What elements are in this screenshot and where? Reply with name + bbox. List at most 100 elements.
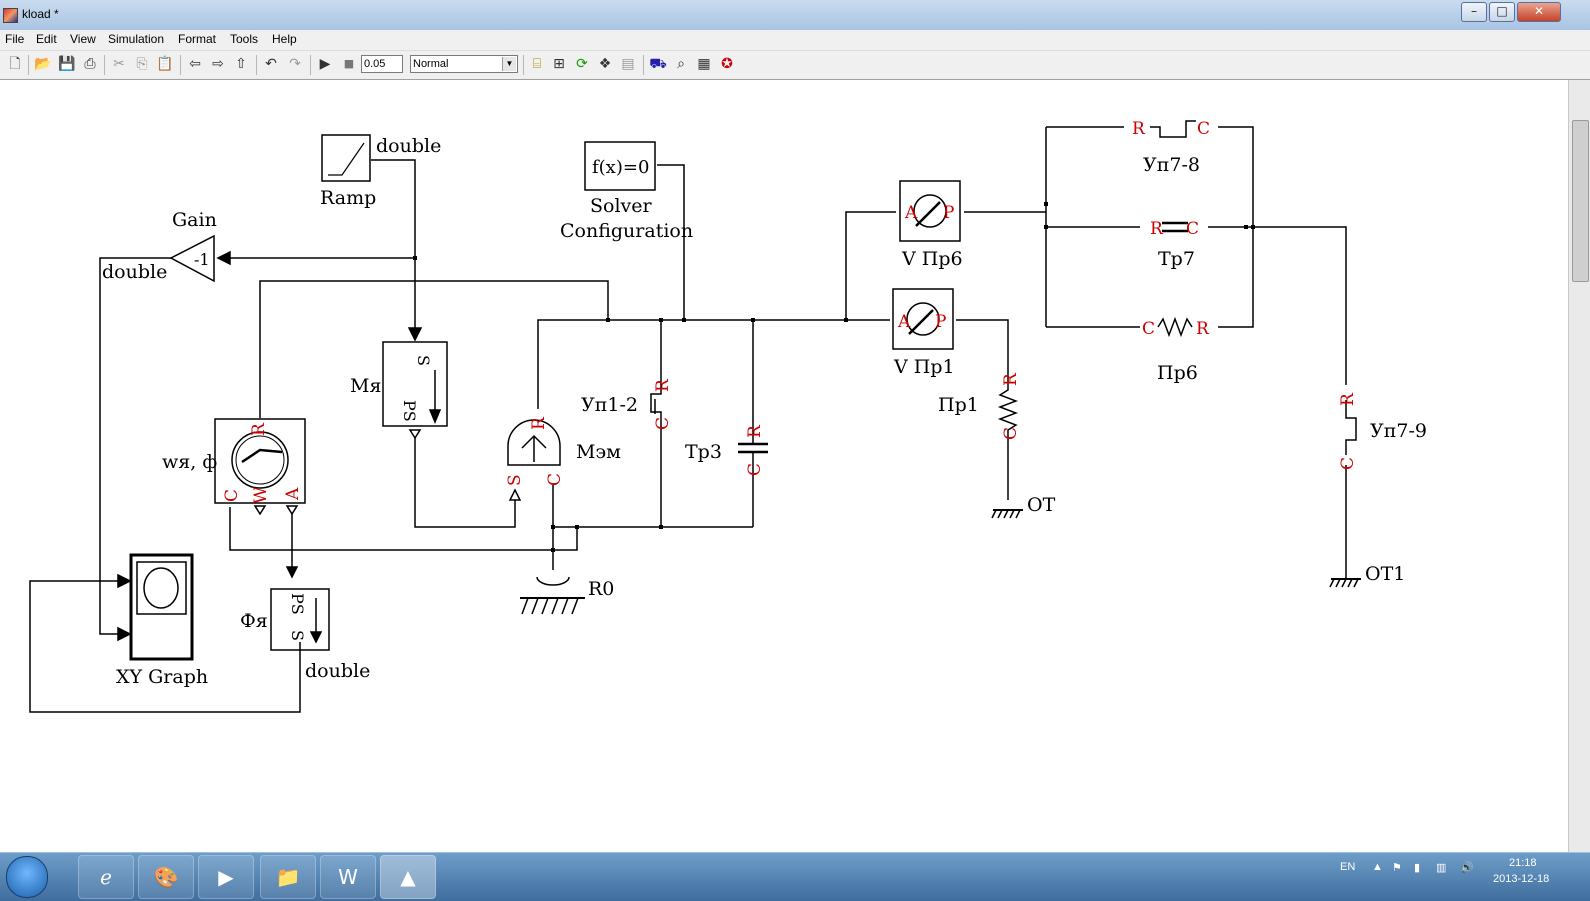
gain-label: Gain — [172, 209, 217, 231]
sensor-port-w: W — [251, 486, 271, 504]
refresh-icon[interactable]: ⟳ — [576, 56, 588, 72]
toolbar: 🗋 📂 💾 ⎙ ✂ ⎘ 📋 ⇦ ⇨ ⇧ ↶ ↷ ▶ ■ Normal ▼ ⌸ ⊞… — [0, 51, 1590, 80]
sensor-vpr1-block — [892, 288, 954, 350]
vpr1-port-a: A — [897, 312, 911, 332]
word-icon[interactable]: W — [320, 855, 376, 899]
menu-tools[interactable]: Tools — [230, 32, 259, 46]
xy-graph-label: XY Graph — [116, 666, 208, 688]
tr7-label: Тр7 — [1158, 248, 1195, 270]
forward-arrow-icon[interactable]: ⇨ — [212, 56, 224, 72]
paste-icon[interactable]: 📋 — [156, 56, 174, 72]
pr1-port-r: R — [1001, 372, 1021, 386]
model-explorer-icon[interactable]: ❖ — [598, 56, 612, 72]
scrollbar-thumb[interactable] — [1572, 120, 1589, 282]
menu-file[interactable]: File — [5, 32, 25, 46]
matlab-icon[interactable]: ▲ — [380, 855, 436, 899]
ramp-label: Ramp — [320, 187, 376, 209]
internet-explorer-icon[interactable]: ℯ — [78, 855, 134, 899]
paint-icon[interactable]: 🎨 — [138, 855, 194, 899]
mya-label: Мя — [350, 375, 381, 397]
title-bar: kload * – □ ✕ — [0, 0, 1590, 31]
window-title: kload * — [22, 7, 59, 21]
stop-icon[interactable]: ■ — [343, 57, 355, 70]
sensor-port-c: C — [222, 489, 242, 502]
vpr6-label: V Пр6 — [901, 248, 963, 270]
hardstop-up79-block — [1345, 400, 1357, 455]
maximize-button[interactable]: □ — [1489, 2, 1515, 22]
ot-label: ОТ — [1027, 494, 1056, 516]
print-icon[interactable]: ⎙ — [84, 56, 96, 72]
menu-edit[interactable]: Edit — [36, 32, 57, 46]
menu-bar: File Edit View Simulation Format Tools H… — [0, 30, 1590, 51]
hardstop-up78-block — [1150, 120, 1196, 138]
spring-pr6-block — [1157, 316, 1193, 338]
model-canvas[interactable]: double Ramp -1 Gain double f(x)=0 Solver… — [0, 80, 1568, 852]
back-arrow-icon[interactable]: ⇦ — [189, 56, 201, 72]
volume-icon[interactable]: 🔊 — [1460, 862, 1474, 874]
sensor-port-a: A — [283, 487, 303, 501]
simulink-diagram: double Ramp -1 Gain double f(x)=0 Solver… — [29, 119, 1427, 713]
copy-icon[interactable]: ⎘ — [136, 56, 148, 72]
simulation-mode-select[interactable]: Normal ▼ — [410, 55, 518, 73]
save-icon[interactable]: 💾 — [58, 56, 76, 72]
ground-ot1-block — [1329, 560, 1361, 588]
debug-icon[interactable]: ▤ — [621, 56, 635, 72]
tr7-port-c: C — [1186, 219, 1199, 239]
battery-icon[interactable]: ▮ — [1414, 862, 1421, 874]
menu-view[interactable]: View — [70, 32, 96, 46]
target-icon[interactable]: ✪ — [721, 56, 733, 72]
model-advisor-icon[interactable]: ⌕ — [677, 56, 685, 72]
phi-port-s: S — [288, 630, 307, 641]
flag-icon[interactable]: ⚑ — [1392, 862, 1402, 874]
media-player-icon[interactable]: ▶ — [198, 855, 254, 899]
gain-value: -1 — [194, 250, 210, 269]
chevron-down-icon[interactable]: ▼ — [502, 57, 516, 71]
sensor-port-r: R — [249, 422, 269, 436]
language-indicator[interactable]: EN — [1340, 861, 1356, 873]
minimize-button[interactable]: – — [1461, 2, 1487, 22]
clock-date[interactable]: 2013-12-18 — [1493, 873, 1550, 885]
open-folder-icon[interactable]: 📂 — [34, 56, 52, 72]
undo-icon[interactable]: ↶ — [265, 56, 277, 72]
library-browser-icon[interactable]: ⛟ — [649, 56, 667, 72]
mem-port-s: S — [505, 474, 525, 486]
close-button[interactable]: ✕ — [1517, 2, 1561, 22]
update-diagram-icon[interactable]: ⊞ — [553, 56, 565, 72]
menu-simulation[interactable]: Simulation — [108, 32, 165, 46]
vertical-scrollbar[interactable] — [1568, 80, 1590, 852]
sensor-vpr6-block — [899, 180, 961, 242]
clock-time[interactable]: 21:18 — [1509, 857, 1537, 869]
report-icon[interactable]: ▦ — [697, 56, 711, 72]
vpr1-label: V Пр1 — [893, 356, 955, 378]
solver-label-line2: Configuration — [560, 220, 693, 242]
tr3-port-r: R — [745, 424, 765, 438]
menu-format[interactable]: Format — [178, 32, 217, 46]
inertia-tr3-block — [738, 418, 768, 478]
signal-lines — [29, 126, 1347, 713]
tray-arrow-icon[interactable]: ▲ — [1372, 861, 1383, 873]
pr1-label: Пр1 — [938, 394, 979, 416]
tr7-port-r: R — [1150, 219, 1164, 239]
run-play-icon[interactable]: ▶ — [319, 56, 331, 72]
redo-icon[interactable]: ↷ — [289, 56, 301, 72]
cut-icon[interactable]: ✂ — [113, 56, 125, 72]
up12-port-r: R — [653, 378, 673, 392]
up12-label: Уп1-2 — [581, 394, 638, 416]
menu-help[interactable]: Help — [272, 32, 297, 46]
motion-sensor-block — [214, 418, 306, 516]
tr3-port-c: C — [745, 463, 765, 476]
pr6-port-r: R — [1196, 319, 1210, 339]
file-explorer-icon[interactable]: 📁 — [260, 855, 316, 899]
new-file-icon[interactable]: 🗋 — [9, 56, 21, 72]
start-button[interactable] — [6, 856, 48, 898]
build-icon[interactable]: ⌸ — [532, 56, 542, 72]
pr1-port-c: C — [1001, 427, 1021, 440]
network-icon[interactable]: ▥ — [1436, 862, 1447, 874]
stop-time-input[interactable] — [361, 55, 403, 73]
simulation-mode-value: Normal — [413, 58, 449, 70]
solver-expression: f(x)=0 — [592, 157, 649, 178]
ot1-label: ОТ1 — [1365, 563, 1405, 585]
ramp-signal-label: double — [376, 135, 441, 157]
up-arrow-icon[interactable]: ⇧ — [235, 56, 247, 72]
rotational-reference-block — [520, 576, 585, 615]
